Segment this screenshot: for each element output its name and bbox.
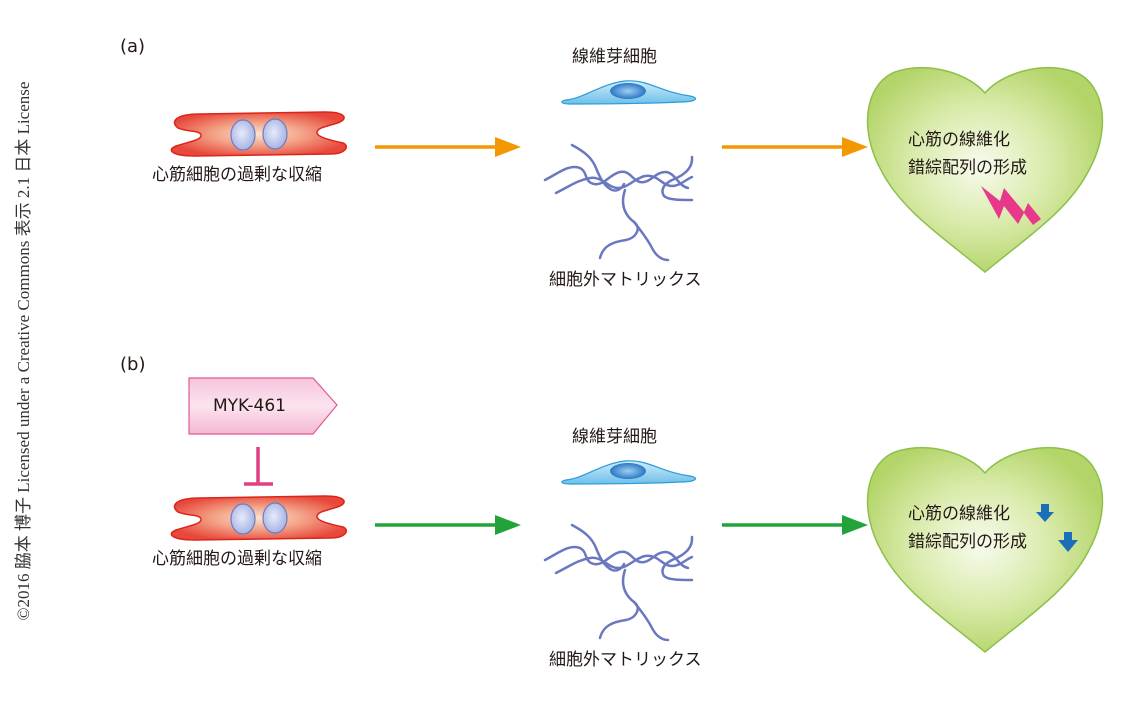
heart-a	[866, 66, 1104, 273]
cardiomyocyte-caption-a: 心筋細胞の過剰な収縮	[152, 165, 322, 185]
panel-b	[170, 377, 1104, 653]
arrow-right-icon	[722, 515, 868, 535]
heart-line-2-b: 錯綜配列の形成	[908, 532, 1027, 552]
ecm-fibers-b	[543, 523, 694, 642]
fibroblast-caption-a: 線維芽細胞	[572, 47, 657, 67]
nucleus-icon	[230, 503, 256, 535]
panel-label-a: (a)	[120, 36, 146, 57]
fibroblast-a	[561, 80, 697, 105]
cardiomyocyte-a	[170, 111, 347, 157]
fibroblast-caption-b: 線維芽細胞	[572, 427, 657, 447]
nucleus-icon	[230, 119, 256, 151]
arrow-right-icon	[375, 137, 521, 157]
heart-line-1-b: 心筋の線維化	[908, 504, 1010, 524]
panel-label-b: (b)	[120, 354, 146, 375]
cardiomyocyte-body	[170, 111, 347, 157]
arrow-right-icon	[722, 137, 868, 157]
heart-line-1-a: 心筋の線維化	[908, 130, 1010, 150]
lightning-icon	[981, 186, 1041, 225]
fibroblast-b	[561, 460, 697, 485]
cardiomyocyte-b	[170, 495, 347, 541]
cardiomyocyte-caption-b: 心筋細胞の過剰な収縮	[152, 549, 322, 569]
ecm-caption-b: 細胞外マトリックス	[549, 650, 702, 670]
ecm-caption-a: 細胞外マトリックス	[549, 270, 702, 290]
ecm-fibers-a	[543, 143, 694, 262]
heart-line-2-a: 錯綜配列の形成	[908, 158, 1027, 178]
nucleus-icon	[262, 118, 288, 150]
down-arrow-icon	[1036, 504, 1054, 522]
arrow-right-icon	[375, 515, 521, 535]
drug-name: MYK-461	[213, 396, 286, 416]
drug-box	[188, 377, 338, 435]
nucleus-icon	[262, 502, 288, 534]
panel-a	[170, 66, 1104, 273]
down-arrow-icon	[1058, 532, 1078, 552]
heart-b	[866, 446, 1104, 653]
inhibit-icon	[244, 447, 273, 486]
